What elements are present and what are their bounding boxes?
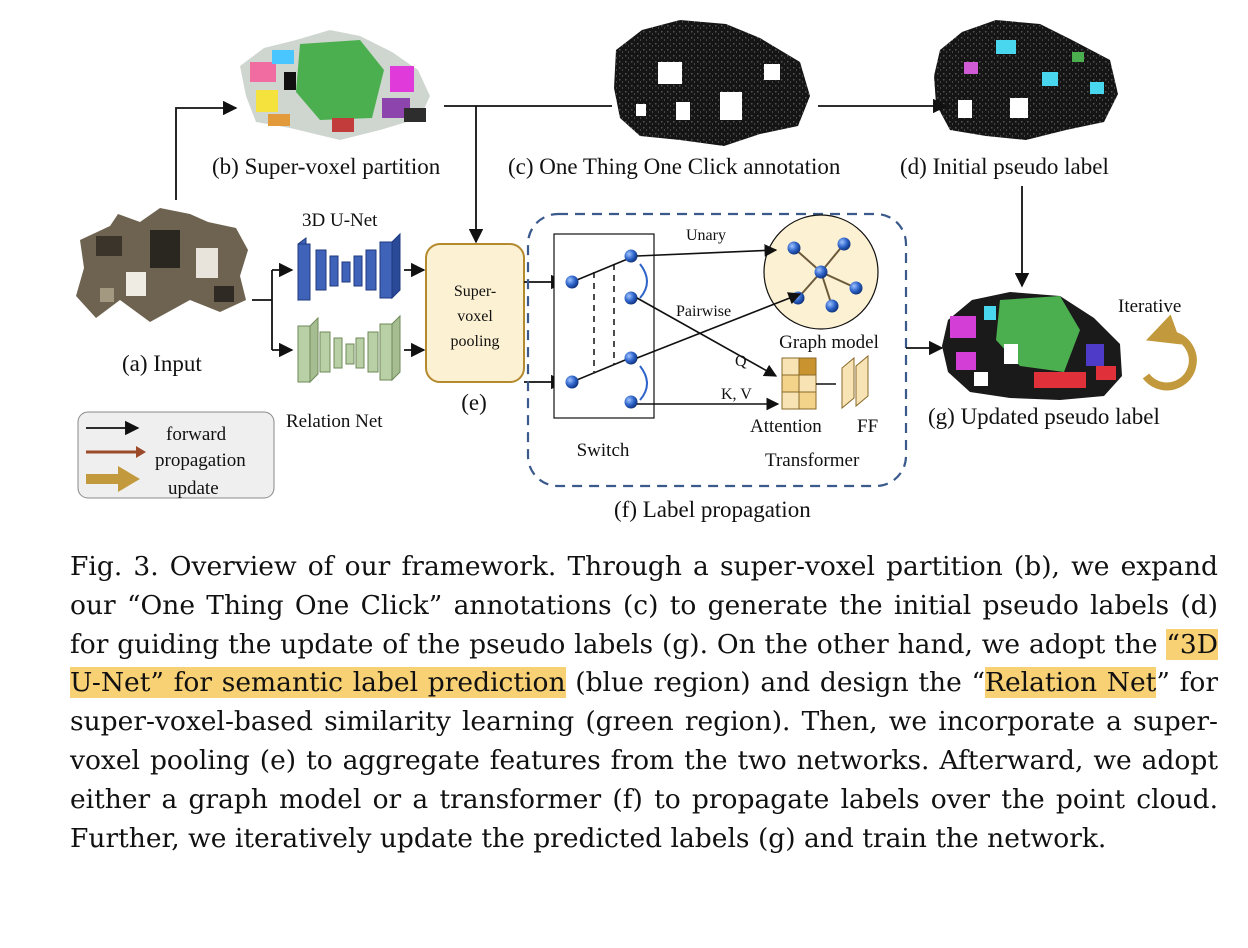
label-propagation-box	[526, 212, 908, 488]
propagation-arrows	[636, 244, 802, 411]
panel-e-label: (e)	[461, 390, 487, 415]
otoc-annotation-image	[614, 20, 810, 146]
net-connectors	[252, 262, 426, 358]
legend-propagation: propagation	[155, 450, 246, 471]
caption-rest: ” for super-voxel-based similarity learn…	[70, 667, 1219, 854]
framework-figure: (a) Input (b) Super-voxel partition (c) …	[76, 20, 1197, 522]
switch-label: Switch	[577, 440, 630, 461]
top-connector-arrows	[175, 98, 1030, 288]
attention-label: Attention	[750, 416, 822, 437]
caption-mid: (blue region) and design the “	[565, 667, 986, 699]
updated-pseudo-label-image	[942, 292, 1122, 400]
caption-highlight-relation-net: Relation Net	[985, 667, 1157, 699]
relation-net-block	[297, 314, 401, 384]
switch-box	[553, 233, 655, 419]
panel-f-label: (f) Label propagation	[614, 497, 811, 522]
kv-label: K, V	[721, 386, 752, 403]
unary-label: Unary	[686, 227, 726, 244]
ff-block	[841, 354, 869, 410]
legend-forward: forward	[166, 424, 227, 445]
unet-block	[297, 232, 401, 301]
transformer-label: Transformer	[765, 450, 860, 471]
input-point-cloud	[76, 208, 248, 322]
iterative-label: Iterative	[1118, 296, 1181, 317]
supervoxel-pooling-box	[425, 243, 525, 383]
initial-pseudo-label-image	[934, 20, 1118, 140]
panel-b-label: (b) Super-voxel partition	[212, 154, 441, 179]
q-label: Q	[735, 353, 747, 370]
supervoxel-partition-image	[240, 30, 430, 140]
panel-c-label: (c) One Thing One Click annotation	[508, 154, 841, 179]
pairwise-label: Pairwise	[676, 303, 731, 320]
legend-arrows	[86, 420, 146, 492]
figure-caption: Fig. 3. Overview of our framework. Throu…	[70, 548, 1218, 858]
pooling-label-line2: voxel	[457, 308, 493, 325]
pooling-label-line3: pooling	[451, 333, 500, 350]
switch-nodes	[565, 249, 638, 409]
panel-a-label: (a) Input	[122, 351, 202, 376]
panel-g-label: (g) Updated pseudo label	[928, 404, 1160, 429]
caption-lead: Fig. 3. Overview of our framework. Throu…	[70, 551, 1218, 660]
legend-update: update	[168, 478, 219, 499]
iterative-arrow	[1142, 314, 1197, 391]
unet-label: 3D U-Net	[302, 210, 378, 231]
relation-net-label: Relation Net	[286, 411, 383, 432]
switch-internals	[571, 257, 648, 401]
graph-model-label: Graph model	[779, 332, 879, 353]
pooling-label-line1: Super-	[454, 283, 496, 300]
panel-d-label: (d) Initial pseudo label	[900, 154, 1109, 179]
ff-label: FF	[857, 416, 878, 437]
attention-grid	[781, 357, 817, 410]
